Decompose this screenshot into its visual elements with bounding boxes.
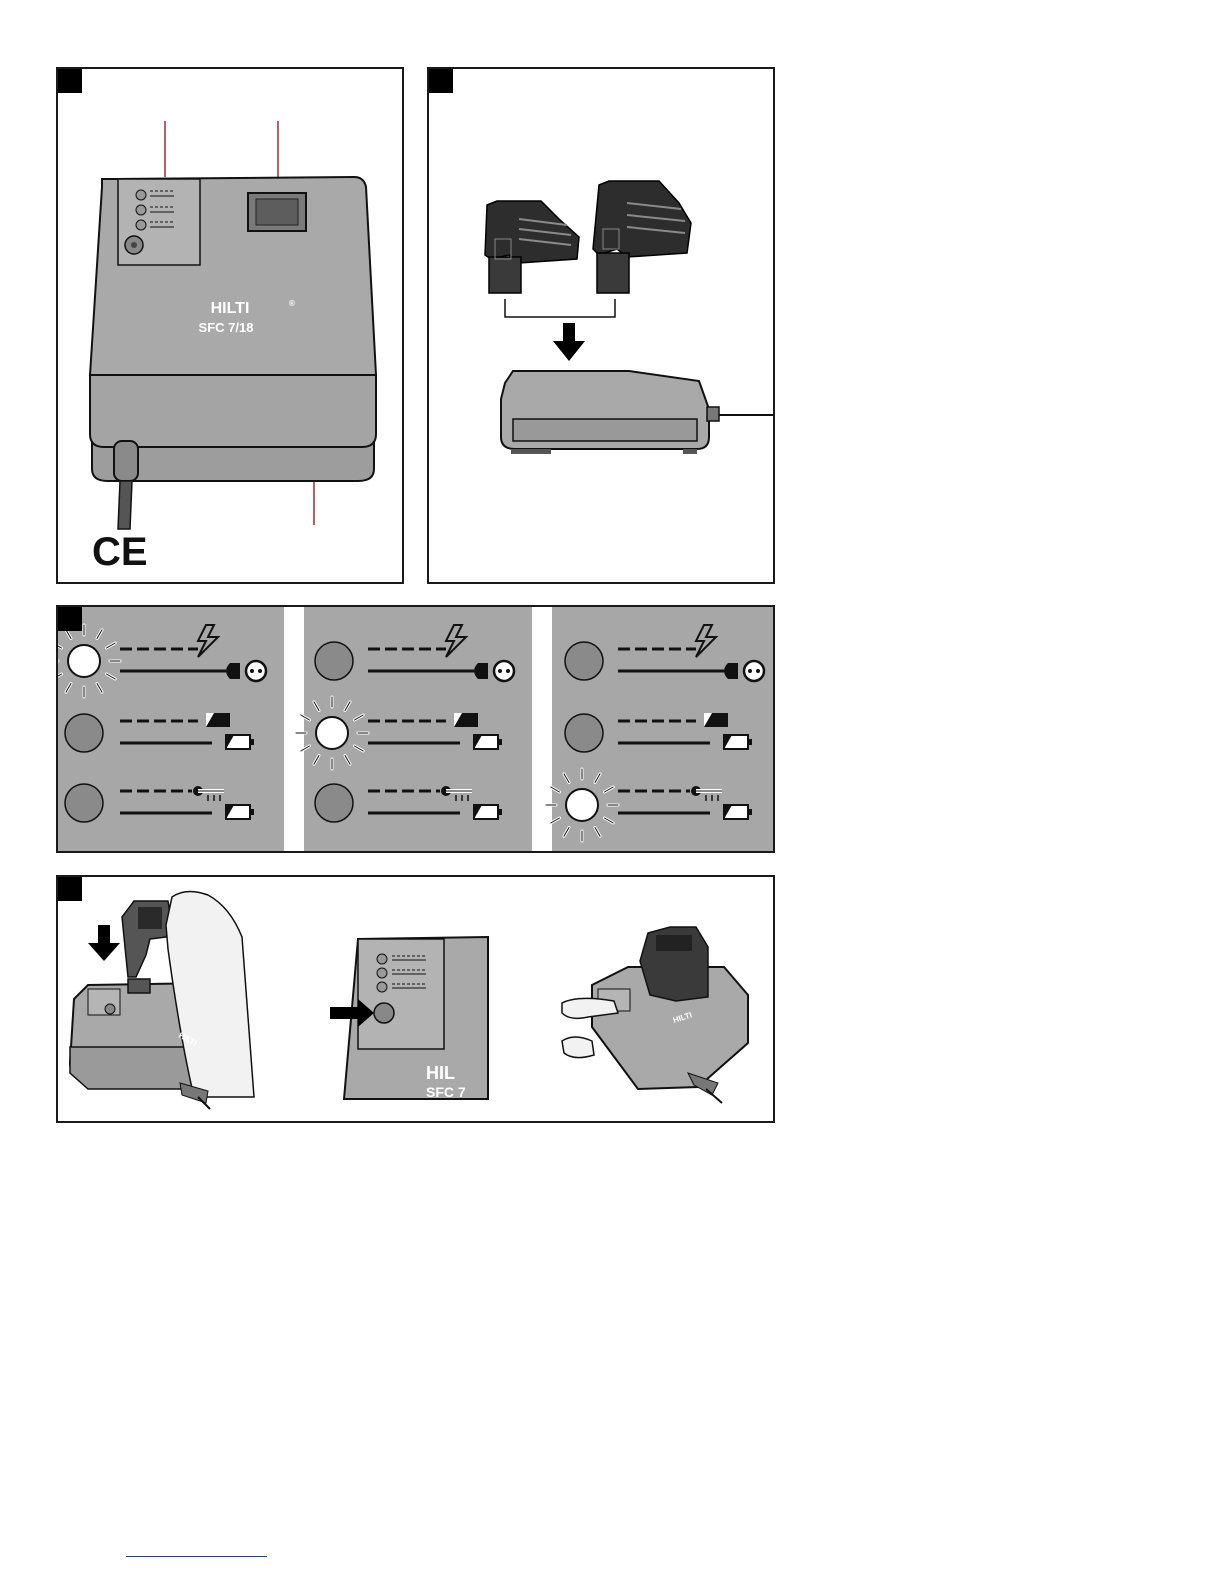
arrow-down-icon	[553, 323, 585, 361]
led-charge	[136, 205, 146, 215]
model-label: SFC 7/18	[199, 320, 254, 335]
figure-number-tag	[58, 877, 82, 901]
figure-3-panel	[56, 605, 775, 853]
brand-logo-partial: HIL	[426, 1063, 455, 1083]
led-temp-off	[65, 784, 103, 822]
charger-front	[90, 375, 376, 447]
registered-mark: ®	[289, 299, 295, 308]
footer-link-underline	[126, 1556, 267, 1557]
figure-1-panel: HILTI ® SFC 7/18 CE	[56, 67, 404, 584]
led-power	[136, 190, 146, 200]
figure-number-tag	[58, 607, 82, 631]
figure-4-panel: HILTI HIL SFC 7 HIL	[56, 875, 775, 1123]
test-button	[374, 1003, 394, 1023]
charger-illustration: HILTI ® SFC 7/18 CE	[58, 69, 402, 582]
battery-insertion-illustration	[429, 69, 773, 582]
battery-pack-left	[485, 201, 579, 293]
ce-mark: CE	[92, 530, 148, 574]
led-temp-on	[566, 789, 598, 821]
led-power-on	[68, 645, 100, 677]
led-temp	[136, 220, 146, 230]
led-charge-off	[65, 714, 103, 752]
led-state-diagrams	[58, 607, 773, 851]
led-charge-off	[565, 714, 603, 752]
step-insert-battery: HILTI	[70, 891, 254, 1109]
usage-steps-illustration: HILTI HIL SFC 7 HIL	[58, 877, 773, 1121]
led-power-off	[315, 642, 353, 680]
display-module	[358, 939, 444, 1049]
step-check-status: HILTI	[562, 927, 748, 1103]
figure-2-panel	[427, 67, 775, 584]
cord-strain-relief	[114, 441, 138, 481]
model-label-partial: SFC 7	[426, 1084, 466, 1100]
bracket	[505, 299, 615, 317]
arrow-down-icon	[88, 925, 120, 961]
power-cord	[118, 481, 132, 529]
brand-logo: HILTI	[211, 300, 250, 317]
led-temp-off	[315, 784, 353, 822]
battery-pack-right	[593, 181, 691, 293]
step-press-button: HIL SFC 7	[330, 937, 488, 1100]
led-power-off	[565, 642, 603, 680]
led-charge-on	[316, 717, 348, 749]
